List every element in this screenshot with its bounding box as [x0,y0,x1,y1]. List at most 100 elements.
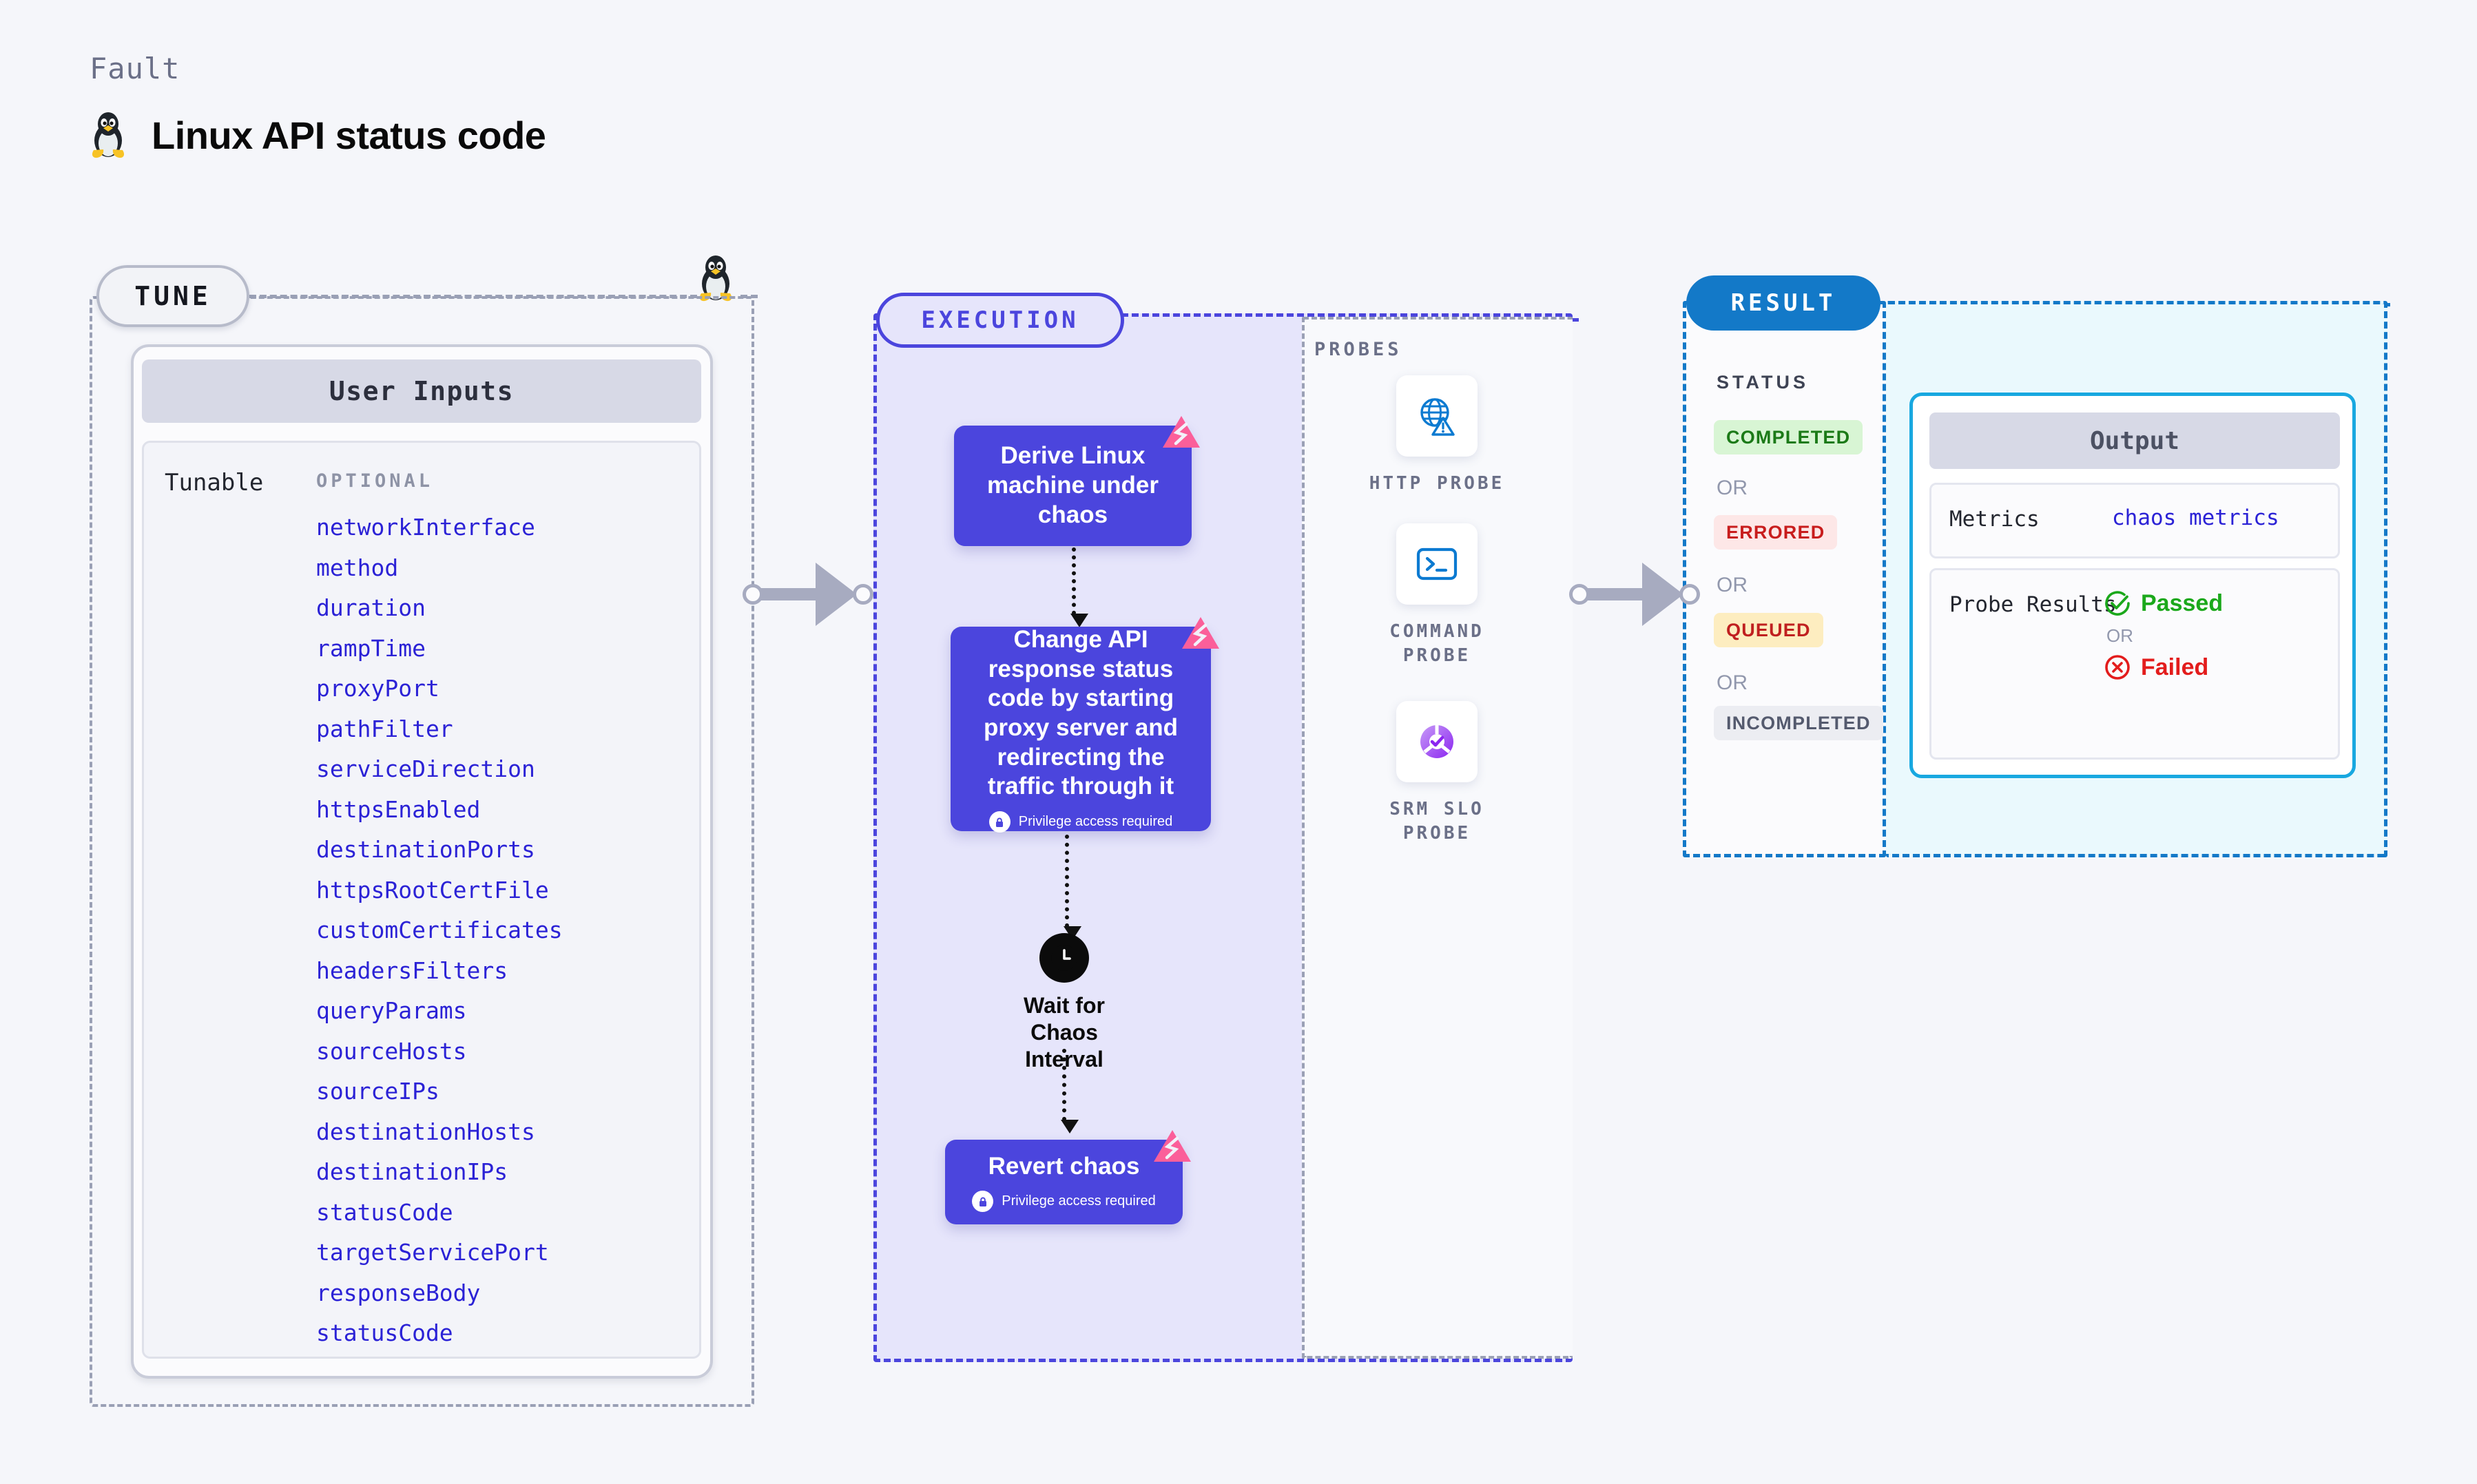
status-badge-incompleted: INCOMPLETED [1714,706,1883,740]
probe-result-failed: Failed [2104,654,2223,681]
flow-arrow-2-icon [1064,835,1081,940]
probe-caption: SRM SLO PROBE [1389,799,1484,844]
check-circle-icon [2105,591,2130,616]
result-status-panel [1683,301,1886,857]
param-item[interactable]: sourceIPs [316,1078,439,1105]
param-item[interactable]: pathFilter [316,715,453,742]
node-title: Change API response status code by start… [983,625,1179,800]
slo-donut-check-icon [1396,701,1478,782]
flow-arrow-3-icon [1061,1049,1079,1133]
param-item[interactable]: responseBody [316,1279,481,1306]
params-box: Tunable OPTIONAL networkInterface method… [142,441,701,1359]
probe-srm-slo[interactable]: SRM SLO PROBE [1368,701,1506,846]
execution-badge[interactable]: EXECUTION [876,293,1124,348]
param-item[interactable]: duration [316,594,426,621]
param-item[interactable]: rampTime [316,634,426,662]
param-item[interactable]: statusCode [316,1198,453,1226]
output-header: Output [1929,412,2340,469]
output-card: Output Metrics chaos metrics Probe Resul… [1909,393,2356,778]
connector-arrow-icon [1642,563,1683,626]
param-item[interactable]: serviceDirection [316,755,535,782]
param-item[interactable]: queryParams [316,997,467,1024]
privilege-text: Privilege access required [1018,814,1173,830]
connector-end-dot [853,584,873,605]
lock-icon [972,1191,994,1213]
linux-penguin-icon [88,110,128,160]
terminal-icon [1396,523,1478,605]
param-item[interactable]: httpsRootCertFile [316,876,549,903]
connector-bar [1587,588,1649,600]
status-label: STATUS [1717,372,1809,393]
connector-start-dot [743,584,763,605]
tune-badge[interactable]: TUNE [96,265,249,327]
param-item[interactable]: method [316,554,399,581]
output-row-metrics: Metrics chaos metrics [1929,483,2340,558]
probe-results-values: Passed OR Failed [2104,589,2223,681]
optional-label: OPTIONAL [316,470,434,492]
page-title-row: Linux API status code [88,110,546,160]
x-circle-icon [2105,655,2130,680]
result-badge[interactable]: RESULT [1686,275,1880,331]
node-title: Derive Linux machine under chaos [987,442,1159,528]
param-item[interactable]: destinationHosts [316,1118,535,1145]
param-item[interactable]: headersFilters [316,957,508,984]
param-item[interactable]: httpsEnabled [316,795,481,823]
connector-arrow-icon [816,563,857,626]
node-revert-chaos[interactable]: Revert chaos Privilege access required [945,1130,1191,1224]
wait-node-label: Wait for Chaos Interval [1024,993,1105,1072]
connector-start-dot [1569,584,1590,605]
param-list: networkInterface method duration rampTim… [316,516,688,1362]
user-inputs-header: User Inputs [142,359,701,423]
chaos-fault-icon [1154,1130,1191,1162]
probes-label: PROBES [1314,339,1402,360]
param-item[interactable]: destinationIPs [316,1158,508,1185]
node-derive-machine[interactable]: Derive Linux machine under chaos [954,416,1200,546]
status-badge-queued: QUEUED [1714,613,1823,647]
privilege-row: Privilege access required [972,1191,1156,1213]
or-separator: OR [1717,477,1748,499]
probe-caption: HTTP PROBE [1369,473,1505,494]
clock-icon [1039,933,1089,983]
probe-result-passed: Passed [2104,589,2223,617]
probe-or-separator: OR [2106,625,2133,646]
probe-caption: COMMAND PROBE [1389,621,1484,667]
param-item[interactable]: targetServicePort [316,1239,549,1266]
tunable-label: Tunable [165,469,264,497]
probe-passed-label: Passed [2141,589,2224,616]
globe-warning-icon [1396,375,1478,457]
page-title: Linux API status code [152,113,546,157]
output-row-probe-results: Probe Results Passed OR Failed [1929,568,2340,760]
param-item[interactable]: networkInterface [316,514,535,541]
param-item[interactable]: customCertificates [316,917,563,943]
chaos-fault-icon [1182,617,1219,649]
metrics-value[interactable]: chaos metrics [2112,505,2279,530]
probe-results-key: Probe Results [1949,592,2117,617]
or-separator: OR [1717,574,1748,596]
param-item[interactable]: proxyPort [316,675,439,702]
probe-http[interactable]: HTTP PROBE [1368,375,1506,496]
node-change-api-status[interactable]: Change API response status code by start… [951,617,1219,833]
node-title: Revert chaos [988,1152,1140,1180]
lock-icon [988,811,1011,833]
connector-tune-to-execution [743,563,873,626]
param-item[interactable]: statusCode [316,1319,453,1346]
connector-execution-to-result [1569,563,1700,626]
probe-command[interactable]: COMMAND PROBE [1368,523,1506,668]
connector-end-dot [1679,584,1700,605]
status-badge-completed: COMPLETED [1714,420,1863,454]
node-wait-chaos-interval[interactable]: Wait for Chaos Interval [992,933,1137,1073]
probes-panel [1302,317,1573,1359]
status-badge-errored: ERRORED [1714,515,1838,550]
param-item[interactable]: destinationPorts [316,836,535,863]
param-item[interactable]: sourceHosts [316,1037,467,1065]
flow-arrow-1-icon [1070,547,1088,627]
privilege-text: Privilege access required [1002,1193,1156,1209]
chaos-fault-icon [1163,416,1200,448]
probe-failed-label: Failed [2141,654,2209,680]
privilege-row: Privilege access required [988,811,1173,833]
or-separator: OR [1717,671,1748,694]
tune-panel [90,296,754,1407]
fault-kicker: Fault [90,52,180,85]
metrics-key: Metrics [1949,507,2040,532]
